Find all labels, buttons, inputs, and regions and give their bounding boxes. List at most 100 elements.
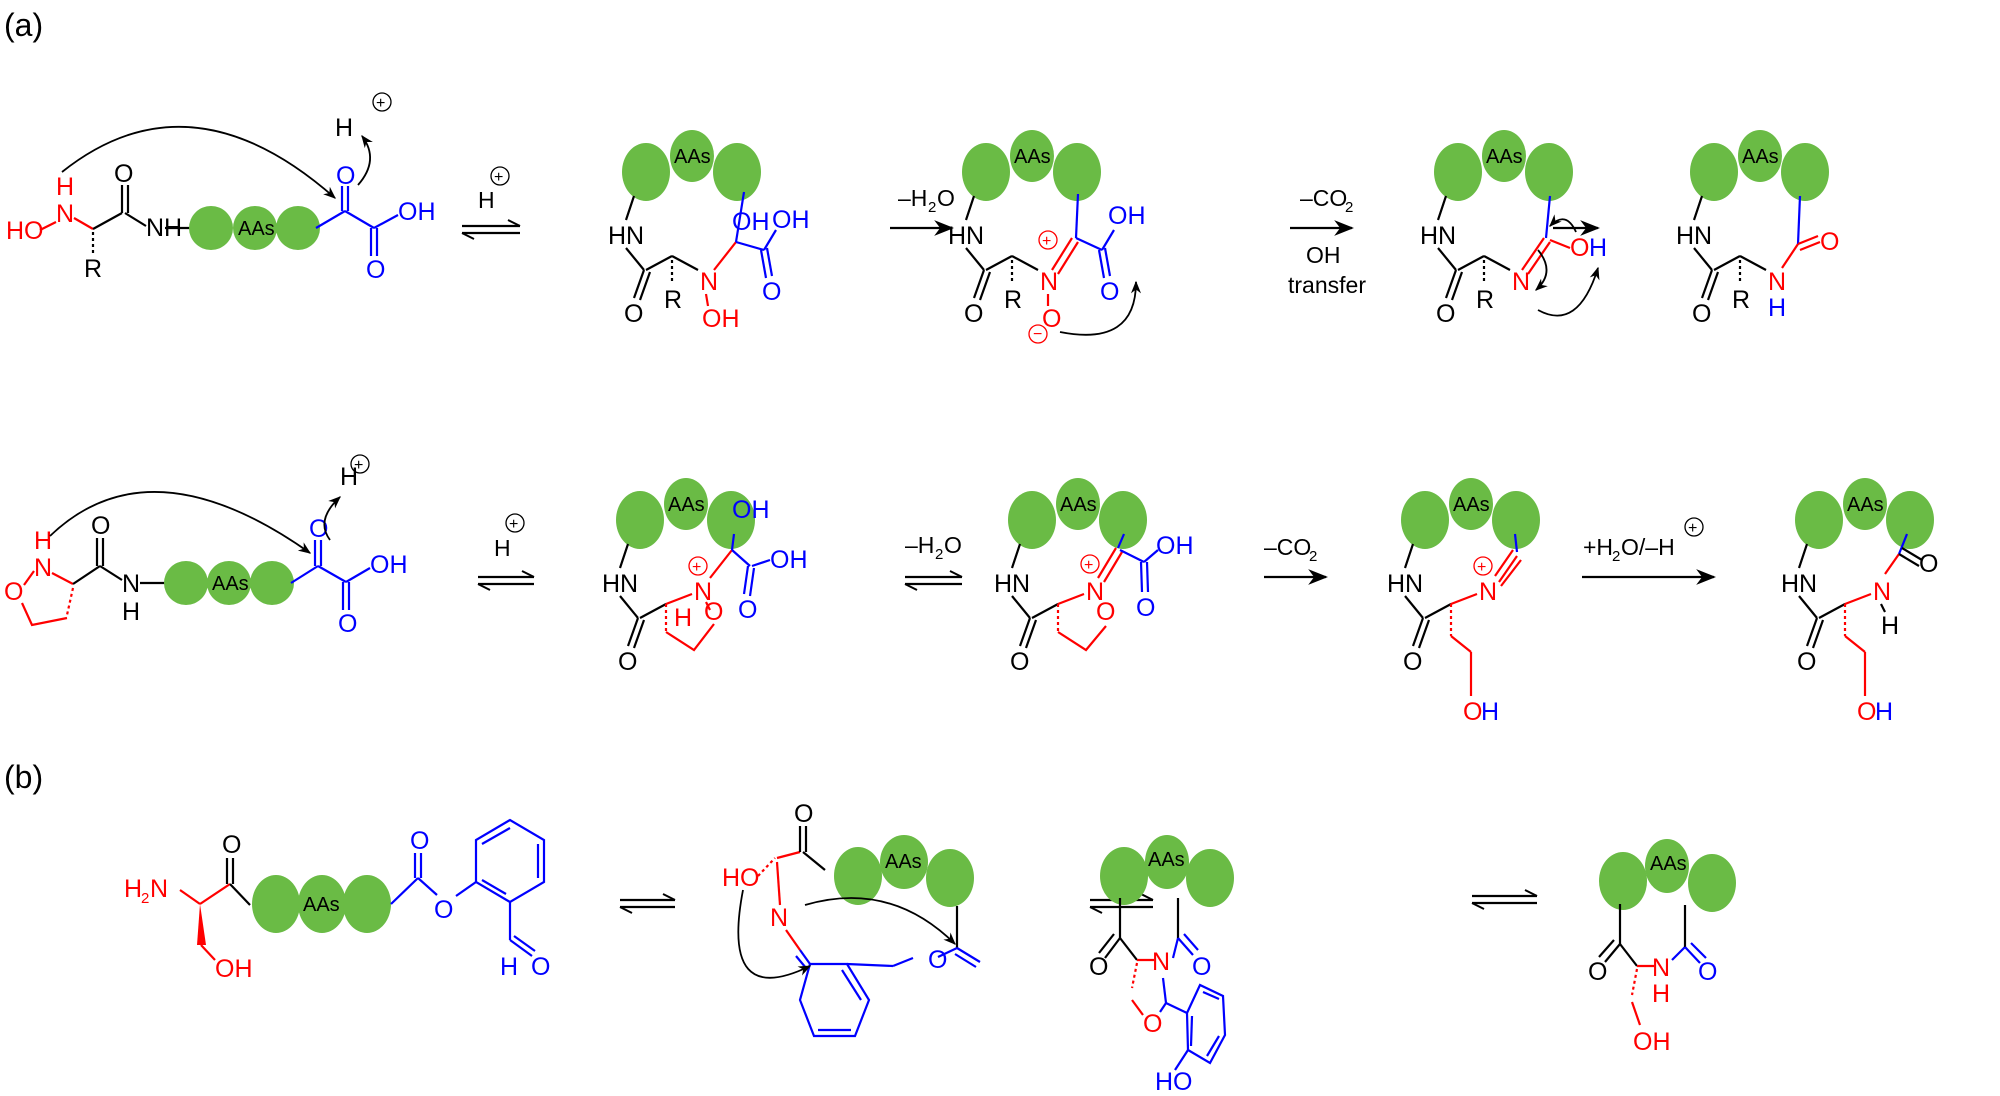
step-arrow-a1: H +	[461, 166, 521, 240]
aas-label: AAs	[238, 218, 275, 240]
structure-b1: H N O O N H AAs O O OH H +	[4, 454, 408, 638]
svg-text:2: 2	[1612, 548, 1620, 565]
svg-text:O: O	[738, 596, 757, 624]
svg-text:–H: –H	[898, 185, 927, 211]
svg-text:O: O	[222, 831, 241, 859]
svg-text:HO: HO	[1155, 1068, 1193, 1096]
svg-text:N: N	[1086, 578, 1104, 606]
svg-text:O: O	[964, 300, 983, 328]
svg-text:+: +	[1084, 557, 1093, 574]
aas-label: AAs	[1847, 494, 1884, 516]
svg-text:HN: HN	[1387, 570, 1423, 598]
svg-text:H: H	[494, 535, 511, 561]
svg-text:O: O	[1692, 300, 1711, 328]
svg-text:+: +	[509, 516, 518, 533]
svg-text:O: O	[1100, 278, 1119, 306]
aas-label: AAs	[1742, 146, 1779, 168]
svg-text:+H: +H	[1583, 534, 1613, 560]
svg-text:H: H	[1589, 234, 1607, 262]
atom-h: H	[56, 173, 74, 201]
svg-text:R: R	[1476, 286, 1494, 314]
aas-label: AAs	[885, 851, 922, 873]
svg-text:O: O	[91, 512, 110, 540]
atom-ho: HO	[6, 217, 44, 245]
svg-text:N: N	[1040, 268, 1058, 296]
aas-label: AAs	[212, 573, 249, 595]
proton: H	[335, 114, 353, 142]
svg-text:N: N	[700, 268, 718, 296]
aas-label: AAs	[1486, 146, 1523, 168]
svg-text:HO: HO	[722, 864, 760, 892]
svg-text:O: O	[1136, 594, 1155, 622]
svg-text:HN: HN	[1676, 222, 1712, 250]
atom-n: N	[56, 200, 74, 228]
svg-text:+: +	[1688, 520, 1697, 537]
svg-text:O: O	[928, 946, 947, 974]
svg-text:+: +	[692, 559, 701, 576]
atom-oh: OH	[398, 198, 436, 226]
aas-label: AAs	[1453, 494, 1490, 516]
svg-text:H: H	[1481, 698, 1499, 726]
aas-label: AAs	[303, 894, 340, 916]
svg-text:O: O	[1403, 648, 1422, 676]
svg-text:H: H	[34, 527, 52, 555]
svg-text:O: O	[1143, 1010, 1162, 1038]
svg-text:H: H	[1881, 612, 1899, 640]
svg-text:O: O	[1797, 648, 1816, 676]
svg-text:H: H	[500, 953, 518, 981]
svg-text:N: N	[694, 578, 712, 606]
svg-text:O: O	[4, 578, 23, 606]
panel-label-a: (a)	[4, 7, 43, 43]
svg-text:H: H	[124, 875, 142, 903]
aas-label: AAs	[1650, 853, 1687, 875]
svg-text:OH: OH	[1156, 532, 1194, 560]
svg-text:–CO: –CO	[1264, 534, 1311, 560]
svg-text:O: O	[1919, 550, 1938, 578]
structure-c4: AAs O N H O OH	[1588, 839, 1736, 1056]
svg-text:N: N	[1479, 578, 1497, 606]
svg-text:O: O	[1570, 234, 1589, 262]
svg-text:2: 2	[928, 199, 936, 216]
svg-text:N: N	[1152, 948, 1170, 976]
svg-text:H: H	[478, 187, 495, 213]
condition-oh: OH	[1306, 242, 1341, 268]
svg-text:N: N	[1652, 954, 1670, 982]
svg-text:+: +	[1042, 233, 1051, 250]
svg-text:H: H	[1768, 294, 1786, 322]
svg-text:N: N	[1768, 268, 1786, 296]
svg-text:OH: OH	[772, 206, 810, 234]
svg-text:H: H	[1652, 980, 1670, 1008]
svg-text:HN: HN	[1781, 570, 1817, 598]
svg-text:O: O	[1096, 598, 1115, 626]
svg-text:O: O	[944, 532, 962, 558]
svg-text:O: O	[794, 800, 813, 828]
svg-text:O: O	[338, 610, 357, 638]
step-arrow-c3	[1471, 889, 1538, 910]
svg-text:O/–H: O/–H	[1621, 534, 1675, 560]
svg-text:O: O	[434, 896, 453, 924]
svg-text:HN: HN	[608, 222, 644, 250]
svg-text:2: 2	[1345, 199, 1353, 216]
svg-text:N: N	[34, 554, 52, 582]
atom-r: R	[84, 255, 102, 283]
svg-text:HN: HN	[948, 222, 984, 250]
svg-text:O: O	[1820, 228, 1839, 256]
svg-text:O: O	[1698, 958, 1717, 986]
step-arrow-c2	[1089, 893, 1154, 914]
svg-text:2: 2	[141, 890, 149, 907]
svg-text:O: O	[937, 185, 955, 211]
svg-text:OH: OH	[370, 551, 408, 579]
svg-text:OH: OH	[702, 305, 740, 333]
svg-text:HN: HN	[1420, 222, 1456, 250]
svg-text:O: O	[624, 300, 643, 328]
svg-text:H: H	[122, 598, 140, 626]
svg-text:+: +	[1477, 559, 1486, 576]
